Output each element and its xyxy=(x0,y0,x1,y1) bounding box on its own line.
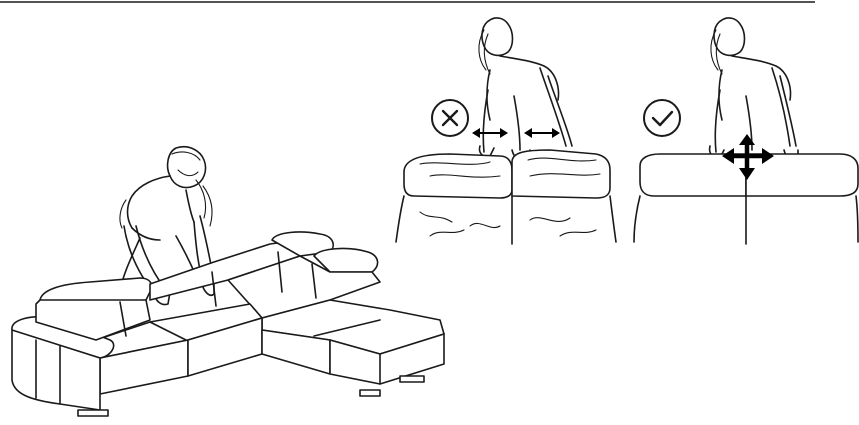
misaligned-cushions xyxy=(396,150,616,244)
cross-circle-icon xyxy=(432,100,468,136)
person-figure-correct xyxy=(710,18,798,161)
corner-sofa xyxy=(12,232,444,416)
panel-correct xyxy=(634,18,858,244)
person-figure-incorrect xyxy=(479,18,572,161)
check-circle-icon xyxy=(644,100,680,136)
panel-overview xyxy=(12,147,444,416)
horizontal-double-arrow xyxy=(472,128,508,138)
horizontal-double-arrow-2 xyxy=(524,128,560,138)
panel-incorrect xyxy=(396,18,616,244)
